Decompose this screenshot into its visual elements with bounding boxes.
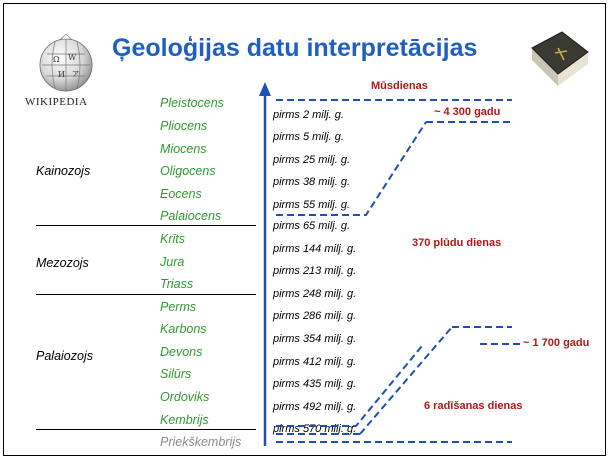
creation-days-label: 6 radīšanas dienas [424, 400, 523, 412]
period-label: Perms [160, 300, 197, 314]
svg-text:И: И [58, 70, 65, 79]
era-divider [36, 225, 256, 226]
period-label: Jura [160, 255, 185, 269]
age-label: pirms 5 milj. g. [273, 131, 344, 143]
present-label: Mūsdienas [371, 80, 428, 92]
period-label: Eocens [160, 187, 202, 201]
age-label: pirms 65 milj. g. [273, 220, 351, 232]
flood-days-label: 370 plūdu dienas [412, 237, 502, 249]
period-label: Krīts [160, 232, 185, 246]
period-label: Devons [160, 345, 203, 359]
era-kainozojs: Kainozojs [36, 164, 91, 178]
age-label: pirms 248 milj. g. [273, 288, 357, 300]
period-label: Silūrs [160, 367, 192, 381]
period-label: Karbons [160, 322, 207, 336]
period-label: Palaiocens [160, 209, 222, 223]
svg-text:W: W [68, 53, 77, 62]
age-label: pirms 2 milj. g. [273, 109, 344, 121]
creation-years-label: ~ 1 700 gadu [523, 337, 590, 349]
age-label: pirms 55 milj. g. [273, 199, 351, 211]
wikipedia-logo-text: WIKIPEDIA [25, 96, 88, 108]
era-divider [36, 429, 256, 430]
age-label: pirms 144 milj. g. [273, 243, 357, 255]
age-label: pirms 412 milj. g. [273, 356, 357, 368]
period-label: Pleistocens [160, 96, 224, 110]
slide-frame [3, 3, 606, 456]
flood-years-label: ~ 4 300 gadu [434, 106, 501, 118]
period-label: Pliocens [160, 119, 208, 133]
wikipedia-logo: Ω W И ア WIKIPEDIA [24, 32, 108, 112]
age-label: pirms 354 milj. g. [273, 333, 357, 345]
dashed-line-creation-upper [276, 345, 423, 427]
age-label: pirms 25 milj. g. [273, 154, 351, 166]
period-label: Oligocens [160, 164, 216, 178]
timeline-arrow [259, 82, 271, 446]
era-mezozojs: Mezozojs [36, 256, 89, 270]
age-label: pirms 213 milj. g. [273, 265, 357, 277]
age-label: pirms 38 milj. g. [273, 176, 351, 188]
slide-title: Ģeoloģijas datu interpretācijas [112, 34, 478, 62]
age-label: pirms 286 milj. g. [273, 310, 357, 322]
era-divider [36, 294, 256, 295]
age-label: pirms 435 milj. g. [273, 378, 357, 390]
period-label: Kembrijs [160, 413, 209, 427]
period-label: Priekškembrijs [160, 435, 242, 449]
bible-book-icon [531, 31, 589, 86]
age-label: pirms 492 milj. g. [273, 401, 357, 413]
dashed-line-flood-bottom [276, 121, 427, 216]
svg-text:Ω: Ω [53, 55, 60, 64]
dashed-line-creation-lower [359, 326, 453, 435]
period-label: Miocens [160, 142, 207, 156]
wikipedia-globe-icon: Ω W И ア [39, 33, 93, 92]
svg-text:ア: ア [72, 70, 79, 78]
period-label: Ordoviks [160, 390, 210, 404]
era-palaiozojs: Palaiozojs [36, 349, 93, 363]
period-label: Triass [160, 277, 194, 291]
